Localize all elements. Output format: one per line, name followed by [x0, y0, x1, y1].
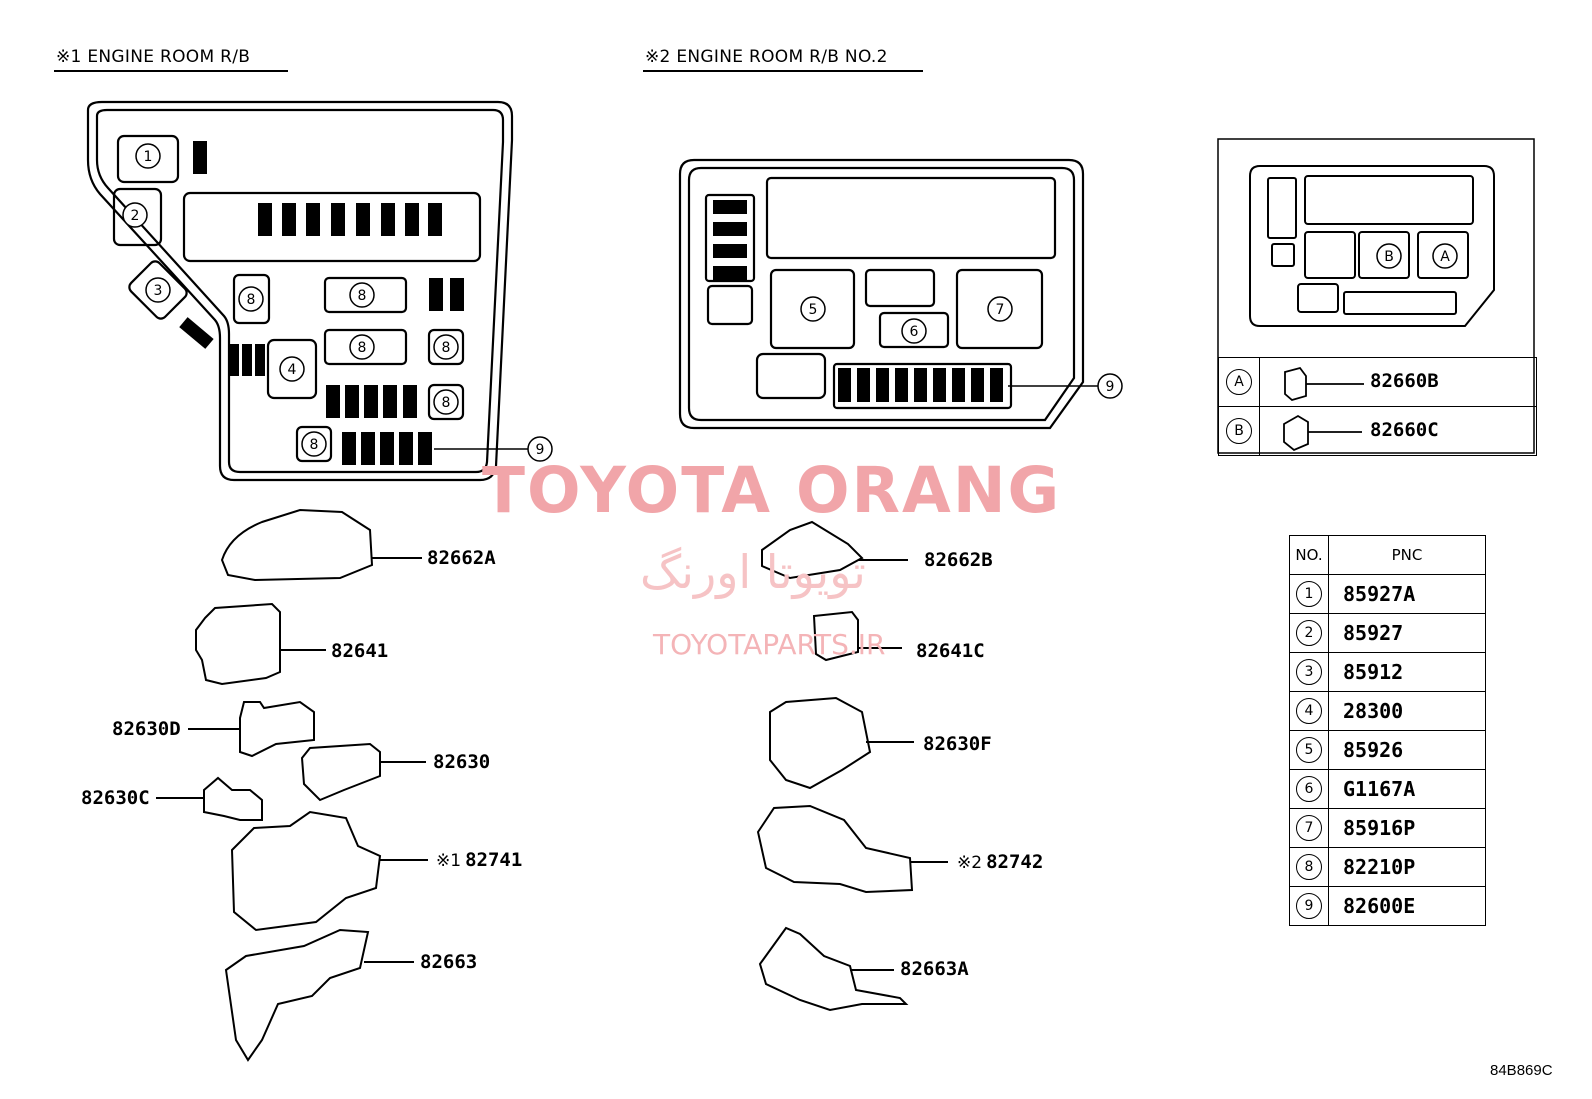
title-engine-room-rb: ※1 ENGINE ROOM R/B [56, 47, 251, 67]
title-engine-room-rb-no2: ※2 ENGINE ROOM R/B NO.2 [645, 47, 888, 67]
row-pnc: 85926 [1328, 730, 1486, 770]
title-underline [54, 70, 288, 72]
row-no: 7 [1296, 815, 1322, 841]
label-82630f: 82630F [923, 733, 992, 755]
label-82662a: 82662A [427, 547, 496, 569]
label-82630: 82630 [433, 751, 491, 773]
box1-label-1: 1 [144, 149, 153, 165]
box2-label-6: 6 [910, 324, 919, 340]
label-82663a: 82663A [900, 958, 969, 980]
connector-row-b: B 82660C [1218, 406, 1537, 456]
row-no: 2 [1296, 620, 1322, 646]
label-82742-text: 82742 [986, 851, 1044, 873]
connector-pnc-a: 82660B [1370, 370, 1439, 392]
connector-key-a: A [1226, 369, 1252, 395]
row-pnc: 82600E [1328, 886, 1486, 926]
label-mark-2: ※2 [957, 853, 983, 873]
box1-label-8e: 8 [442, 395, 451, 411]
box2-label-5: 5 [809, 302, 818, 318]
box1-label-2: 2 [131, 208, 140, 224]
connector-key-table: A 82660B B 82660C [1218, 357, 1537, 456]
connector-label-a: A [1440, 249, 1450, 265]
label-82630d: 82630D [112, 718, 181, 740]
header-no: NO. [1289, 535, 1329, 575]
label-82641c: 82641C [916, 640, 985, 662]
row-pnc: G1167A [1328, 769, 1486, 809]
box1-label-4: 4 [288, 362, 297, 378]
diagram-code: 84B869C [1490, 1062, 1553, 1079]
header-pnc: PNC [1328, 535, 1486, 575]
row-no: 5 [1296, 737, 1322, 763]
row-pnc: 28300 [1328, 691, 1486, 731]
connector-key-b: B [1226, 418, 1252, 444]
row-pnc: 85927 [1328, 613, 1486, 653]
connector-pnc-b: 82660C [1370, 419, 1439, 441]
box1-label-8d: 8 [442, 340, 451, 356]
title-underline [643, 70, 923, 72]
box2-label-7: 7 [996, 302, 1005, 318]
row-no: 3 [1296, 659, 1322, 685]
watermark-url: TOYOTAPARTS.IR [653, 628, 886, 661]
watermark-text: TOYOTA ORANG [482, 454, 1062, 527]
row-no: 8 [1296, 854, 1322, 880]
label-82662b: 82662B [924, 549, 993, 571]
box1-label-3: 3 [154, 283, 163, 299]
label-82641: 82641 [331, 640, 389, 662]
box1-label-9: 9 [536, 442, 545, 458]
row-no: 4 [1296, 698, 1322, 724]
row-no: 1 [1296, 581, 1322, 607]
row-pnc: 85912 [1328, 652, 1486, 692]
box1-label-8c: 8 [358, 340, 367, 356]
connector-row-a: A 82660B [1218, 357, 1537, 407]
label-mark-1: ※1 [436, 851, 462, 871]
box2-label-9: 9 [1106, 379, 1115, 395]
label-82663: 82663 [420, 951, 478, 973]
pnc-table-header: NO. PNC [1289, 535, 1486, 575]
row-pnc: 82210P [1328, 847, 1486, 887]
row-no: 6 [1296, 776, 1322, 802]
box1-label-8b: 8 [358, 288, 367, 304]
row-pnc: 85927A [1328, 574, 1486, 614]
label-82741-text: 82741 [465, 849, 523, 871]
watermark-farsi: تویوتا اورنگ [640, 545, 866, 599]
box1-label-8a: 8 [247, 292, 256, 308]
row-no: 9 [1296, 893, 1322, 919]
box1-label-8f: 8 [310, 437, 319, 453]
row-pnc: 85916P [1328, 808, 1486, 848]
label-82630c: 82630C [81, 787, 150, 809]
connector-label-b: B [1384, 249, 1394, 265]
